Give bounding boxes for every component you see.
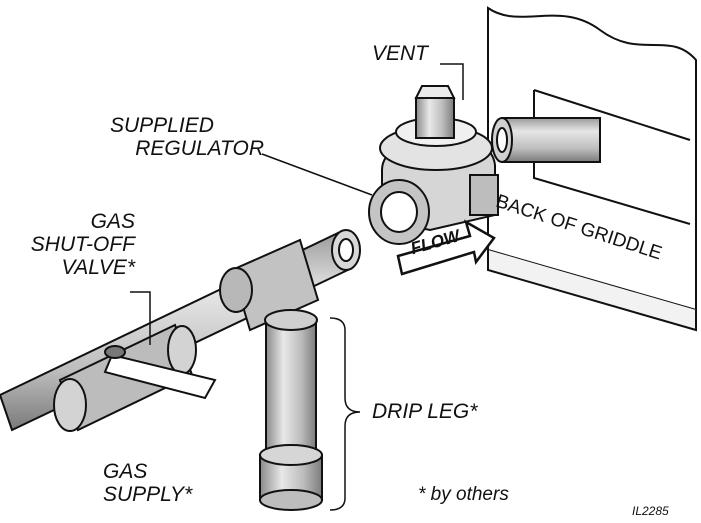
valve-label-line3: VALVE*: [61, 256, 135, 279]
gas-supply-label-line1: GAS: [103, 460, 148, 483]
tee-fitting: [219, 238, 320, 332]
gas-supply-label-line2: SUPPLY*: [103, 483, 193, 506]
by-others-note: * by others: [418, 484, 509, 505]
drip-leg-bracket: [329, 317, 361, 511]
supplied-regulator: [368, 85, 499, 245]
gas-shut-off-valve: [53, 323, 217, 432]
leader-lines: [130, 63, 464, 345]
drip-leg-pipe: [259, 309, 323, 511]
griddle-back-panel: [487, 6, 697, 332]
flow-arrow: [396, 219, 496, 276]
valve-label-line2: SHUT-OFF: [30, 233, 135, 256]
drip-leg-label: DRIP LEG*: [372, 400, 478, 423]
gas-shut-off-valve-label: GAS SHUT-OFF VALVE*: [0, 210, 135, 279]
supplied-regulator-label-line2: REGULATOR: [135, 137, 264, 160]
griddle-inlet-fitting: [491, 117, 601, 163]
supplied-regulator-label: SUPPLIED REGULATOR: [100, 114, 264, 160]
gas-supply-label: GAS SUPPLY*: [103, 460, 192, 506]
valve-label-line1: GAS: [90, 210, 135, 233]
figure-id: IL2285: [632, 504, 669, 518]
supplied-regulator-label-line1: SUPPLIED: [110, 114, 214, 137]
vent-label: VENT: [372, 42, 429, 65]
